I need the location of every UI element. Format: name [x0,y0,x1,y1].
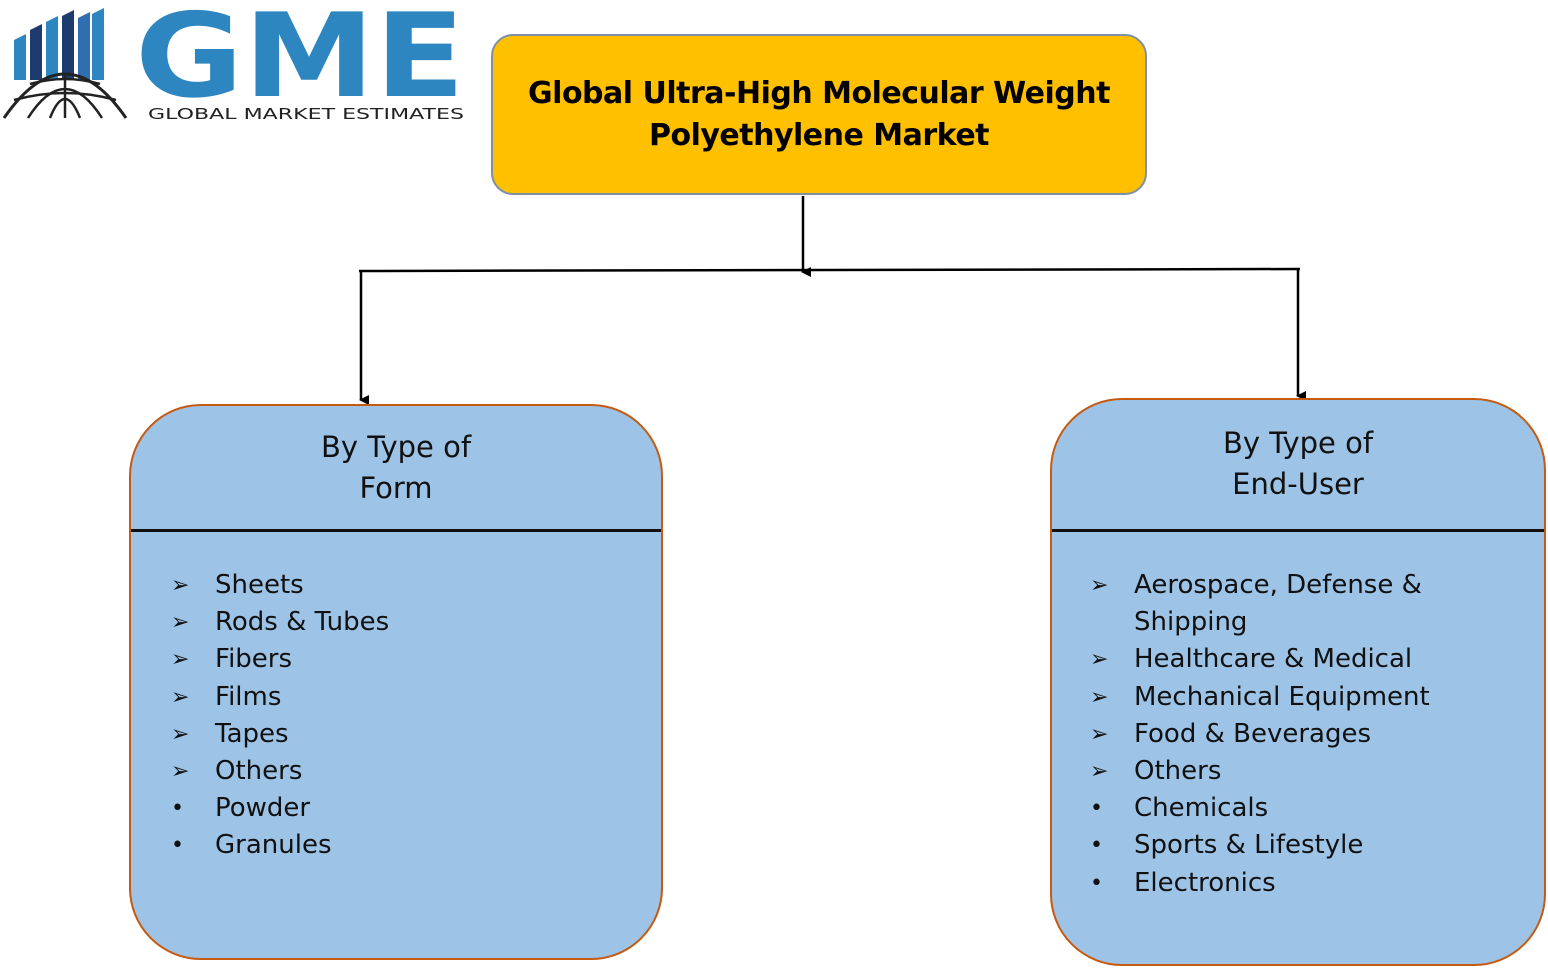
arrow-bullet-icon: ➢ [171,573,190,598]
category-divider [1052,529,1544,532]
list-item-continuation: Shipping [1134,607,1248,638]
arrow-bullet-icon: ➢ [1090,573,1109,598]
list-item: ➢Fibers [171,641,641,678]
category-box-form: By Type of Form ➢Sheets ➢Rods & Tubes ➢F… [129,404,663,960]
list-item: •Chemicals [1090,790,1530,827]
arrow-bullet-icon: ➢ [1090,684,1109,710]
category-title-line1: By Type of [320,430,472,464]
dot-bullet-icon: • [1090,833,1103,859]
list-item: ➢Healthcare & Medical [1090,641,1530,678]
list-item: ➢Others [1090,753,1530,790]
category-list-form: ➢Sheets ➢Rods & Tubes ➢Fibers ➢Films ➢Ta… [171,567,641,865]
root-title-line1: Global Ultra-High Molecular Weight [528,75,1110,111]
arrow-bullet-icon: ➢ [171,684,190,710]
list-item: •Sports & Lifestyle [1090,827,1530,864]
arrow-bullet-icon: ➢ [1090,647,1109,673]
arrow-bullet-icon: ➢ [171,721,190,747]
dot-bullet-icon: • [1090,870,1103,896]
category-list-end-user: ➢Aerospace, Defense & Shipping ➢Healthca… [1090,567,1530,902]
list-item: ➢Others [171,753,641,790]
list-item: ➢Films [171,679,641,716]
root-node-market: Global Ultra-High Molecular Weight Polye… [491,34,1147,195]
category-header-end-user: By Type of End-User [1052,400,1544,528]
arrow-bullet-icon: ➢ [171,610,190,636]
logo-tagline: GLOBAL MARKET ESTIMATES [148,105,464,123]
list-item: ➢Mechanical Equipment [1090,679,1530,716]
arrow-bullet-icon: ➢ [171,647,190,673]
list-item: •Powder [171,790,641,827]
globe-with-bar-chart-icon [2,8,128,119]
list-item: ➢Food & Beverages [1090,716,1530,753]
category-header-form: By Type of Form [131,406,661,530]
dot-bullet-icon: • [1090,796,1103,822]
gme-logo: GME GLOBAL MARKET ESTIMATES [2,0,465,124]
root-title-line2: Polyethylene Market [648,117,990,153]
dot-bullet-icon: • [171,796,184,822]
arrow-bullet-icon: ➢ [1090,721,1109,747]
list-item: •Granules [171,827,641,864]
category-title-line2: End-User [1232,467,1364,501]
connector-horizontal [358,267,1301,273]
category-divider [131,529,661,532]
logo-brand: GME [135,0,465,124]
category-title-line2: Form [359,471,433,505]
category-title-line1: By Type of [1222,426,1374,460]
arrow-bullet-icon: ➢ [171,759,190,785]
list-item: ➢Tapes [171,716,641,753]
list-item: •Electronics [1090,865,1530,902]
list-item: ➢Aerospace, Defense & [1090,567,1530,604]
arrow-bullet-icon: ➢ [1090,759,1109,785]
category-box-end-user: By Type of End-User ➢Aerospace, Defense … [1050,398,1546,966]
dot-bullet-icon: • [171,833,184,859]
list-item: ➢Sheets [171,567,641,604]
list-item: ➢Rods & Tubes [171,604,641,641]
